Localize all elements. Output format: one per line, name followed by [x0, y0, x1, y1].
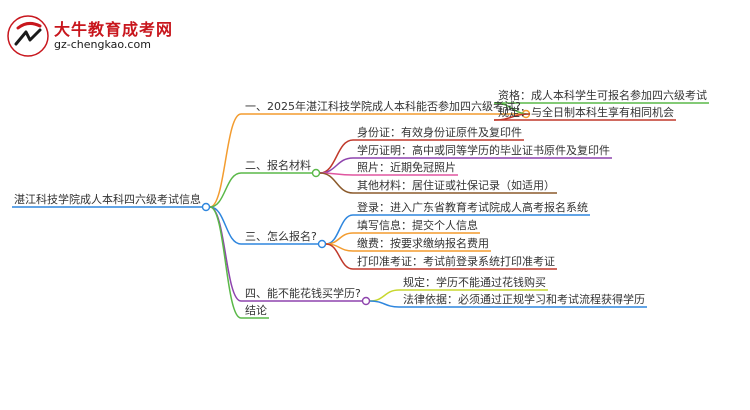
branch-connector-2	[209, 172, 242, 208]
branch-label-3: 三、怎么报名?	[245, 230, 317, 243]
branch-node-2	[311, 168, 321, 178]
branch-connector-5	[209, 206, 242, 319]
branch-node-3	[317, 239, 327, 249]
leaf-connector-2-2	[319, 157, 354, 174]
leaf-connector-2-4	[319, 172, 354, 194]
leaf-label-2-3: 照片：近期免冠照片	[357, 161, 456, 174]
branch-connector-3	[209, 206, 242, 245]
branch-connector-1	[209, 113, 242, 208]
leaf-label-4-2: 法律依据：必须通过正规学习和考试流程获得学历	[403, 293, 645, 306]
leaf-label-4-1: 规定：学历不能通过花钱购买	[403, 276, 546, 289]
leaf-label-3-1: 登录：进入广东省教育考试院成人高考报名系统	[357, 201, 588, 214]
leaf-connector-3-1	[325, 214, 354, 245]
logo-url: gz-chengkao.com	[54, 38, 151, 51]
leaf-label-2-4: 其他材料：居住证或社保记录（如适用）	[357, 179, 555, 192]
leaf-label-3-2: 填写信息：提交个人信息	[357, 219, 478, 232]
branch-label-1: 一、2025年湛江科技学院成人本科能否参加四六级考试?	[245, 100, 521, 113]
branch-label-5: 结论	[245, 304, 267, 317]
leaf-connector-4-2	[369, 300, 400, 308]
logo-mark-icon	[7, 15, 49, 57]
leaf-connector-2-1	[319, 139, 354, 174]
leaf-label-3-4: 打印准考证：考试前登录系统打印准考证	[357, 255, 555, 268]
leaf-connector-3-4	[325, 243, 354, 270]
leaf-connector-4-1	[369, 289, 400, 302]
leaf-label-2-1: 身份证：有效身份证原件及复印件	[357, 126, 522, 139]
leaf-label-1-2: 规定：与全日制本科生享有相同机会	[498, 106, 674, 119]
leaf-label-2-2: 学历证明：高中或同等学历的毕业证书原件及复印件	[357, 144, 610, 157]
leaf-label-3-3: 缴费：按要求缴纳报名费用	[357, 237, 489, 250]
site-logo[interactable]: 大牛教育成考网 gz-chengkao.com	[6, 14, 176, 58]
branch-connector-4	[209, 206, 242, 302]
leaf-label-1-1: 资格：成人本科学生可报名参加四六级考试	[498, 89, 707, 102]
logo-title: 大牛教育成考网	[54, 20, 174, 39]
branch-label-4: 四、能不能花钱买学历?	[245, 287, 361, 300]
root-label: 湛江科技学院成人本科四六级考试信息	[14, 193, 201, 206]
root-node	[201, 202, 211, 212]
branch-node-4	[361, 296, 371, 306]
branch-label-2: 二、报名材料	[245, 159, 311, 172]
